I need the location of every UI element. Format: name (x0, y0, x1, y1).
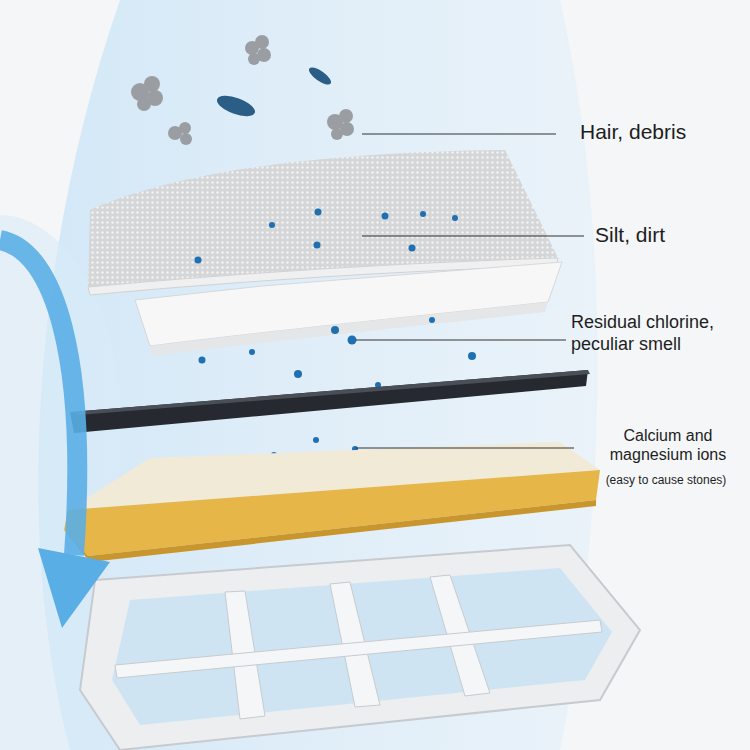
note-label: (easy to cause stones) (588, 473, 744, 487)
callout-label: Residual chlorine, peculiar smell (571, 312, 746, 355)
debris-particles (131, 35, 354, 145)
callout-label: Silt, dirt (595, 222, 745, 247)
tray-slats (115, 575, 602, 719)
ion-dots (195, 209, 477, 459)
leader-lines (356, 134, 584, 448)
callout-label: Calcium and magnesium ions (594, 426, 742, 464)
carbon-layer-top (70, 370, 590, 415)
cotton-layer-edge (150, 302, 548, 356)
filter-tray (80, 545, 640, 750)
callout-label: Hair, debris (580, 119, 745, 144)
flow-arrow (0, 240, 77, 555)
flow-arrowhead (38, 548, 110, 628)
tray-inner (112, 568, 612, 725)
cotton-layer (135, 262, 562, 346)
